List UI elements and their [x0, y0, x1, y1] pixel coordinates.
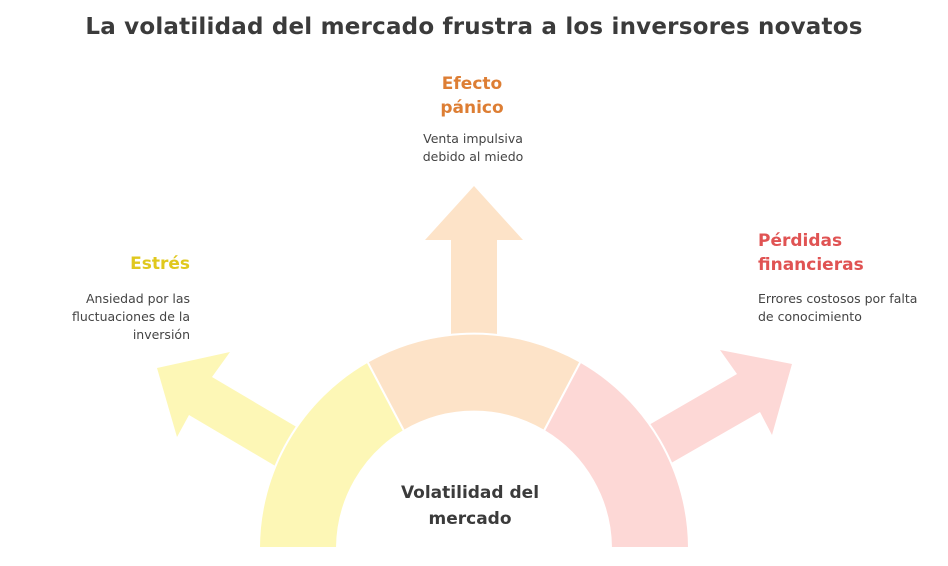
arrow-top	[425, 186, 523, 360]
center-label: Volatilidad del mercado	[400, 483, 540, 529]
branch-left-description: Ansiedad por las fluctuaciones de la inv…	[72, 291, 190, 342]
branch-right-heading: Pérdidas financieras	[758, 231, 864, 275]
diagram-title: La volatilidad del mercado frustra a los…	[85, 14, 863, 40]
ring-segment-right	[542, 360, 691, 549]
branch-top-heading: Efecto pánico	[440, 74, 504, 118]
arrow-left	[157, 352, 322, 480]
arrow-right	[623, 350, 792, 478]
branch-right-description: Errores costosos por falta de conocimien…	[758, 291, 918, 324]
branch-left-heading: Estrés	[130, 254, 190, 274]
ring-segment-top	[366, 332, 582, 433]
branch-top-description: Venta impulsiva debido al miedo	[422, 131, 524, 164]
